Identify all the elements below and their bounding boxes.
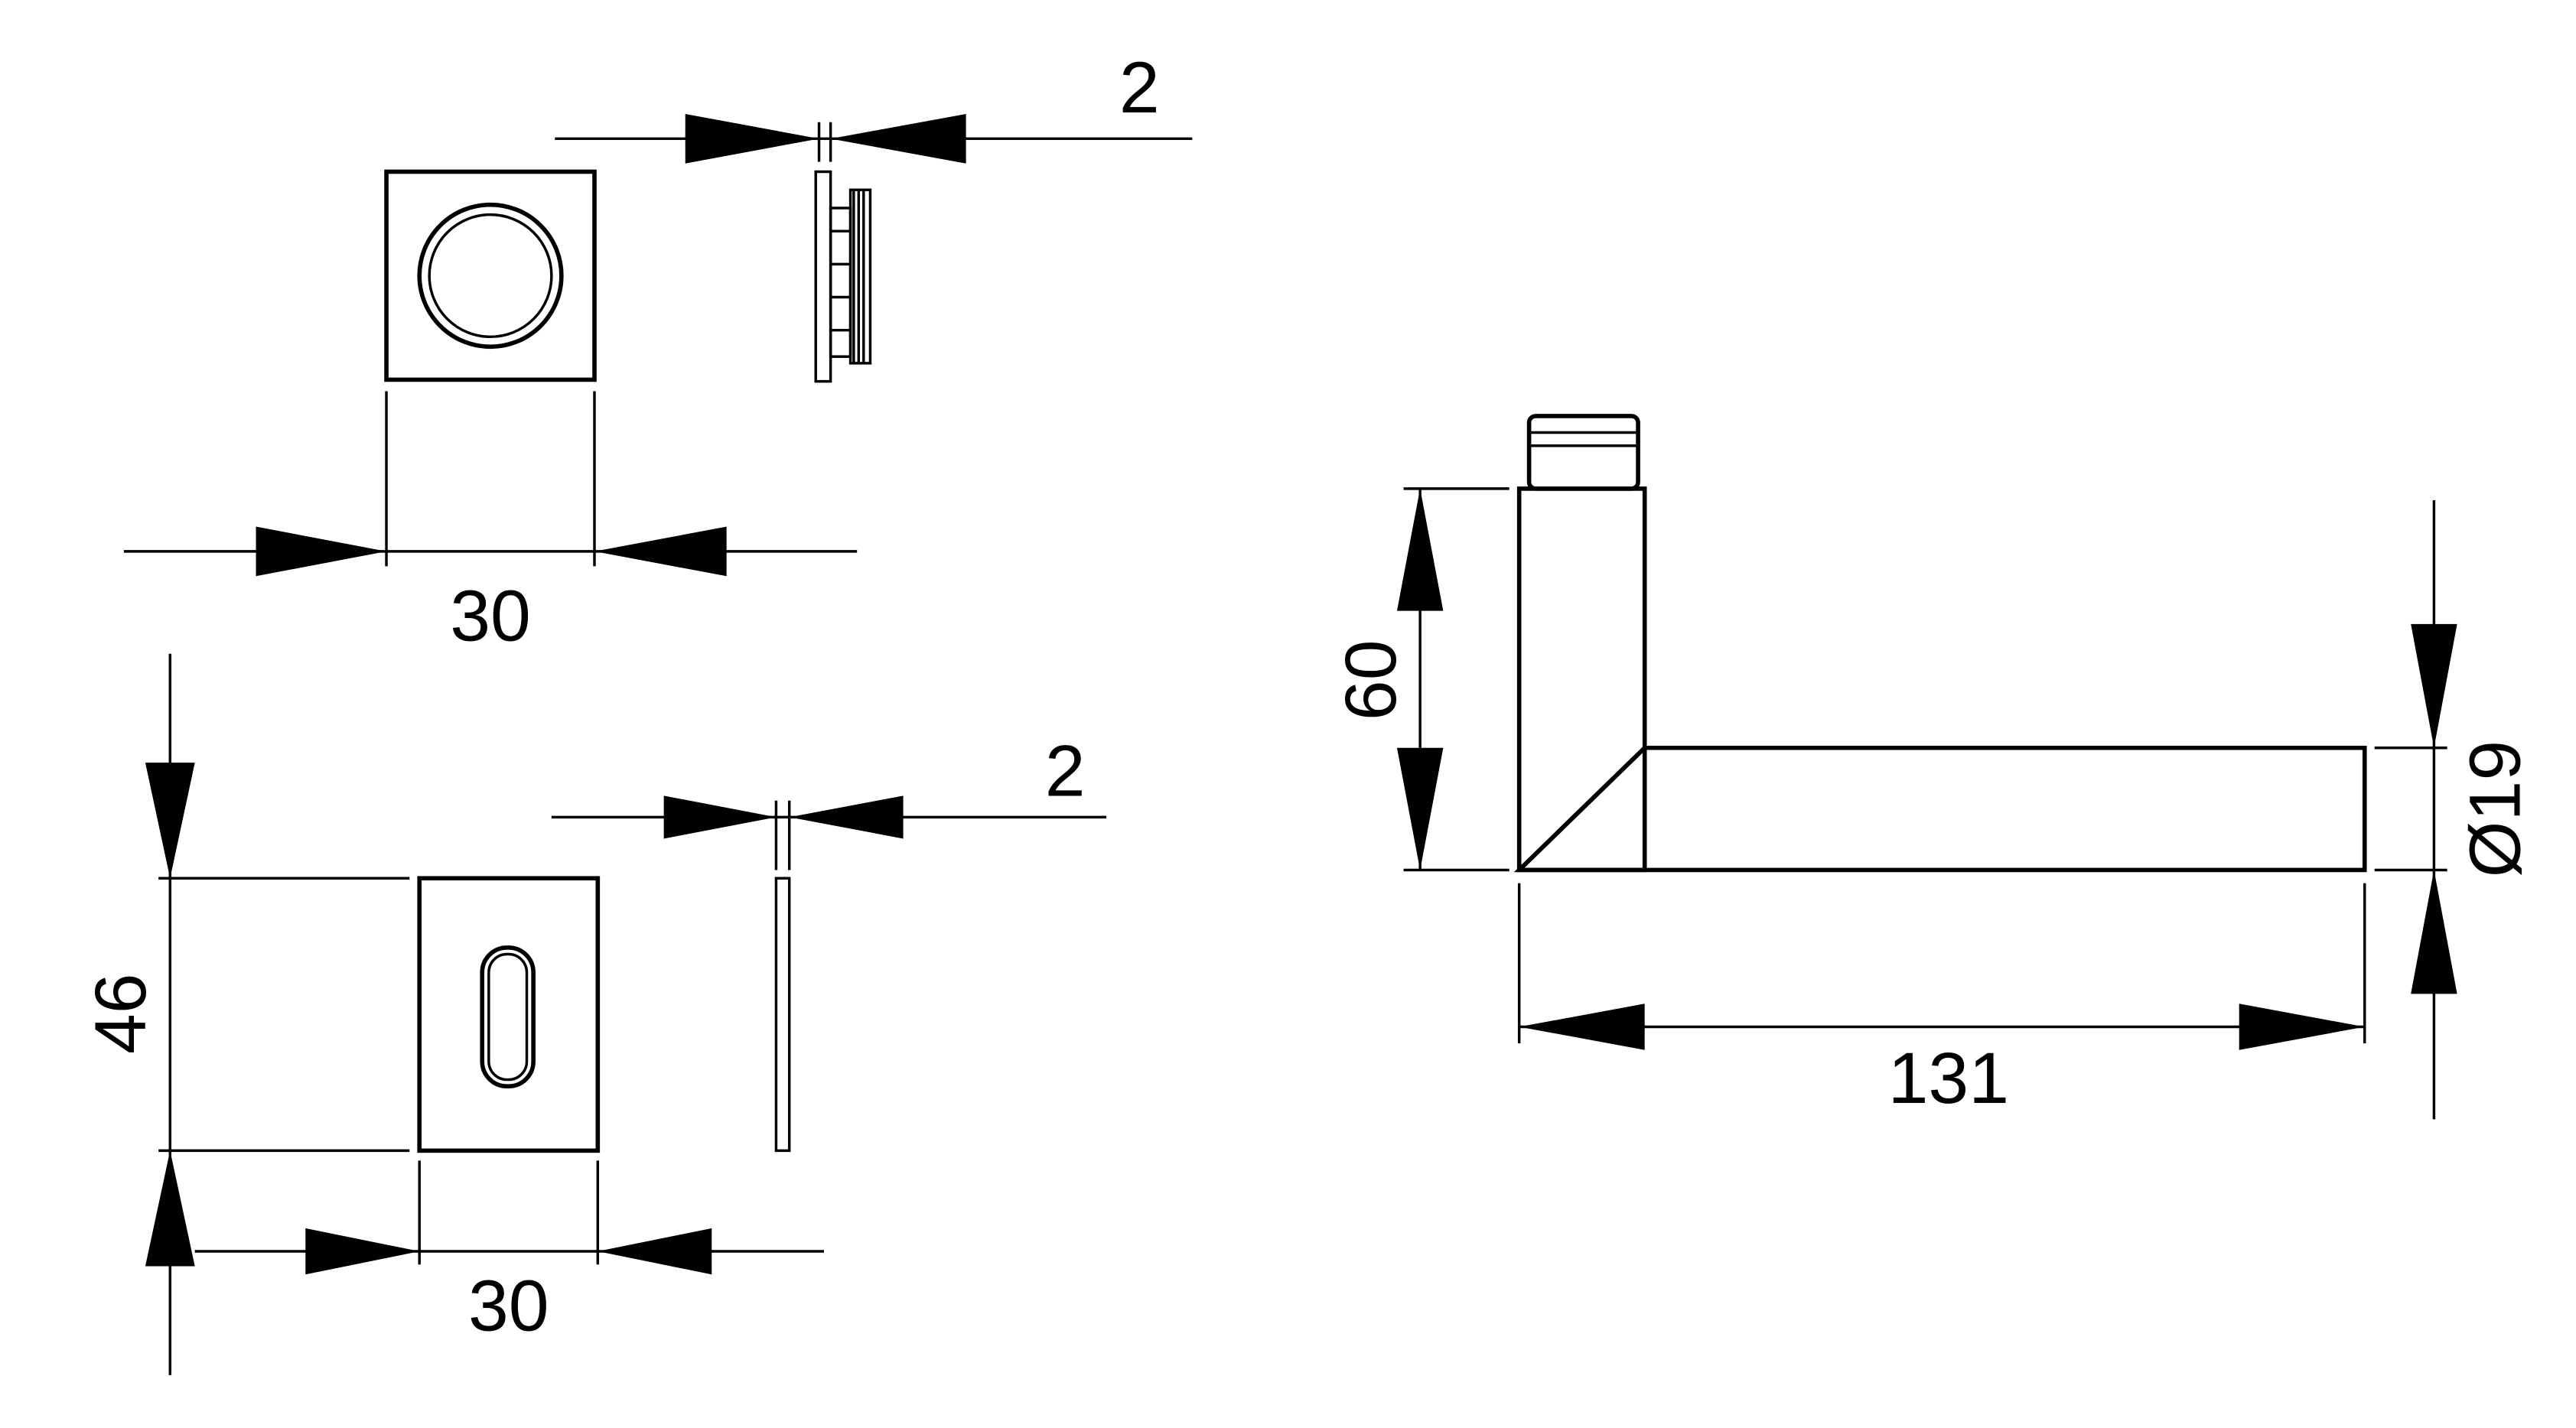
- arrowhead: [789, 795, 904, 839]
- rosette-front-view: 30: [123, 169, 858, 656]
- arrowhead: [2239, 1004, 2365, 1050]
- escutcheon-outline: [417, 876, 601, 1153]
- arrowhead: [305, 1228, 420, 1275]
- escutcheon-side-view: 2: [551, 730, 1107, 1153]
- rosette-thickness-label: 2: [1119, 47, 1160, 128]
- escutcheon-plate-side: [774, 877, 791, 1153]
- knurl-lines: [830, 190, 865, 363]
- keyhole-slot-inner: [487, 952, 529, 1082]
- spindle-top: [1526, 414, 1640, 491]
- escutcheon-front-view: 46 30: [80, 653, 825, 1375]
- rosette-ring-outer: [417, 202, 564, 350]
- arrowhead: [685, 113, 819, 164]
- escutcheon-width-label: 30: [468, 1266, 549, 1347]
- escutcheon-height-label: 46: [80, 973, 161, 1054]
- arrowhead: [1396, 488, 1444, 611]
- handle-bevel: [1517, 746, 1646, 872]
- escutcheon-thickness-label: 2: [1045, 730, 1086, 812]
- arrowhead: [598, 1228, 712, 1275]
- arrowhead: [145, 763, 195, 879]
- handle-height-label: 60: [1330, 639, 1412, 721]
- keyhole-slot-outer: [480, 945, 536, 1089]
- rosette-plate-side: [814, 170, 832, 383]
- arrowhead: [594, 526, 727, 577]
- arrowhead: [663, 795, 777, 839]
- handle-length-label: 131: [1888, 1038, 2009, 1119]
- arrowhead: [256, 526, 387, 577]
- arrowhead: [1396, 747, 1444, 870]
- rosette-side-view: 2: [555, 47, 1193, 383]
- rosette-ring-inner: [428, 213, 553, 339]
- arrowhead: [2411, 870, 2457, 994]
- arrowhead: [145, 1150, 195, 1267]
- handle-neck: [1516, 486, 1647, 873]
- rosette-width-label: 30: [450, 575, 531, 656]
- arrowhead: [830, 113, 966, 164]
- arrowhead: [2411, 623, 2457, 748]
- arrowhead: [1519, 1004, 1645, 1050]
- lever-handle-view: 60 131 Ø19: [1330, 414, 2536, 1120]
- handle-diameter-label: Ø19: [2455, 740, 2536, 877]
- spindle-knurl: [848, 188, 872, 365]
- rosette-outline: [384, 169, 597, 382]
